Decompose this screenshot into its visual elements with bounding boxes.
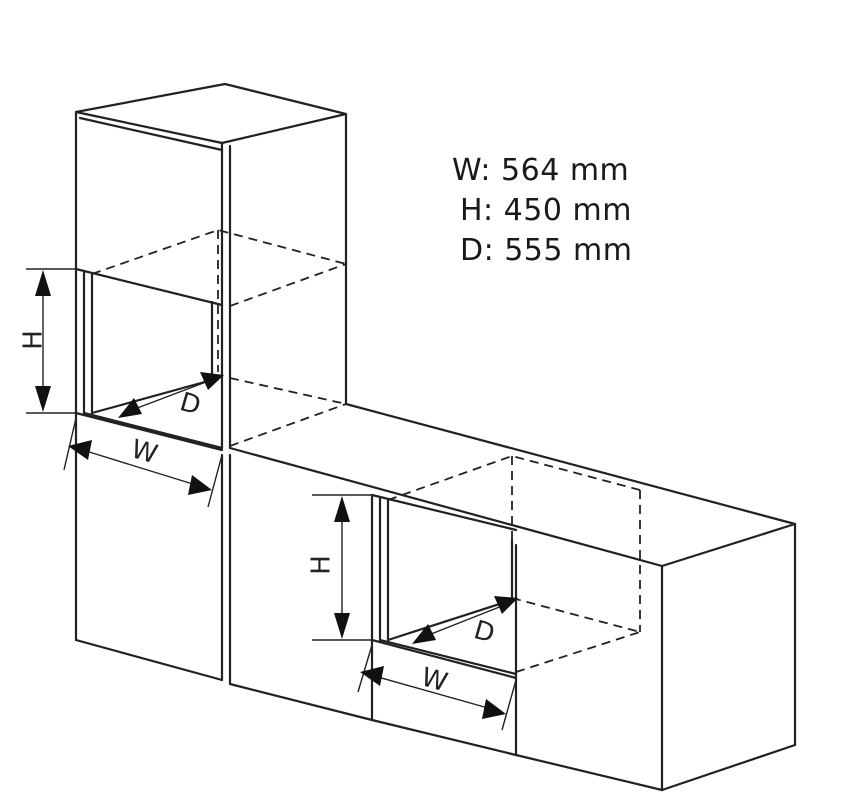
spec-width: W: 564 mm xyxy=(452,152,629,190)
tall-height-label: H xyxy=(19,330,49,350)
base-depth-dimension: D xyxy=(412,596,518,649)
base-height-arrow-up xyxy=(334,496,350,522)
base-width-arrow-left xyxy=(360,666,384,686)
tall-height-dimension: H xyxy=(19,268,76,414)
base-oven-cavity xyxy=(370,455,641,680)
spec-depth-value: 555 mm xyxy=(504,233,633,268)
spec-width-label: W: xyxy=(452,153,492,188)
base-depth-arrow-back xyxy=(494,596,518,614)
tall-cabinet-oven-cavity xyxy=(74,229,347,452)
tall-width-arrow-left xyxy=(68,440,92,460)
tall-depth-dimension: D xyxy=(118,372,224,421)
spec-width-value: 564 mm xyxy=(501,153,630,188)
spec-height-value: 450 mm xyxy=(503,193,632,228)
tall-cabinet-top xyxy=(74,82,348,145)
tall-width-dimension: W xyxy=(63,417,223,508)
tall-cabinet xyxy=(74,82,348,450)
tall-width-arrow-right xyxy=(188,475,212,495)
spec-height: H: 450 mm xyxy=(460,192,632,230)
base-depth-label: D xyxy=(470,615,498,649)
base-counter xyxy=(74,402,797,792)
base-height-label: H xyxy=(307,555,337,575)
tall-height-arrow-up xyxy=(35,270,51,296)
tall-height-arrow-down xyxy=(35,386,51,412)
spec-depth-label: D: xyxy=(460,233,495,268)
base-width-arrow-right xyxy=(482,699,506,719)
spec-height-label: H: xyxy=(460,193,494,228)
tall-depth-arrow-front xyxy=(118,398,142,418)
base-height-dimension: H xyxy=(307,494,372,641)
base-width-label: W xyxy=(418,662,451,698)
spec-depth: D: 555 mm xyxy=(460,232,632,270)
base-depth-arrow-front xyxy=(412,624,436,644)
tall-depth-arrow-back xyxy=(200,372,224,390)
base-height-arrow-down xyxy=(334,613,350,639)
